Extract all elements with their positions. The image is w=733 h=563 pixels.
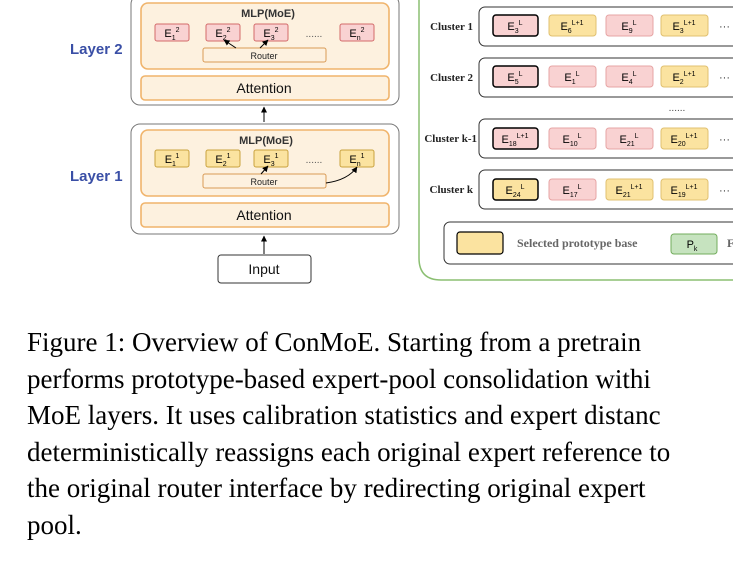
expert-box <box>154 149 190 168</box>
cluster-label: Cluster k <box>430 184 474 196</box>
layer2-attention-box <box>140 75 390 101</box>
expert-label: E3L <box>507 20 522 35</box>
caption-line: pool. <box>27 509 82 540</box>
expert-box <box>660 14 709 37</box>
expert-box <box>660 127 709 150</box>
expert-box <box>605 14 654 37</box>
layer1-label: Layer 1 <box>70 168 123 185</box>
expert-label: E4L <box>621 71 636 86</box>
layer1-experts: E11 E21 E31 ...... En1 <box>154 149 375 168</box>
expert-pool-panel: Cluster 1 E3L E6L+1 E9L E3L+1 ··· Cluste… <box>418 0 733 281</box>
panel-border <box>418 0 733 281</box>
expert-box <box>548 65 597 88</box>
caption-line: Figure 1: Overview of ConMoE. Starting f… <box>27 327 642 357</box>
expert-label: E22 <box>215 27 230 42</box>
figure-caption: Figure 1: Overview of ConMoE. Starting f… <box>27 324 733 544</box>
expert-box <box>205 149 241 168</box>
layer2-route-arrow <box>259 39 269 49</box>
expert-ellipsis: ...... <box>306 29 323 40</box>
expert-box <box>253 149 289 168</box>
row-ellipsis: ··· <box>719 72 730 84</box>
legend-selected-label: Selected prototype base <box>517 236 638 250</box>
expert-label: E19L+1 <box>670 184 697 199</box>
expert-label: E3L+1 <box>672 20 695 35</box>
expert-label: E1L <box>564 71 579 86</box>
layer1-mlp-title: MLP(MoE) <box>239 135 293 147</box>
cluster-label: Cluster k-1 <box>424 133 477 145</box>
expert-label: En2 <box>349 27 364 42</box>
expert-box <box>548 127 597 150</box>
expert-box-selected <box>492 178 539 201</box>
expert-box-selected <box>492 14 539 37</box>
expert-label: E10L <box>562 133 581 148</box>
expert-box-selected <box>492 65 539 88</box>
expert-box <box>605 178 654 201</box>
expert-label: E6L+1 <box>560 20 583 35</box>
expert-box <box>205 23 241 42</box>
expert-label: E18L+1 <box>501 133 528 148</box>
layer1-router-label: Router <box>250 177 277 187</box>
expert-ellipsis: ...... <box>306 155 323 166</box>
layer2-mlp-title: MLP(MoE) <box>241 8 295 20</box>
row-ellipsis: ··· <box>719 134 730 146</box>
legend-selected-swatch <box>456 231 504 255</box>
legend-prototype-swatch <box>670 233 718 255</box>
layer2-label: Layer 2 <box>70 41 123 58</box>
conmoe-overview-figure: Layer 2 MLP(MoE) E12 E22 E32 ...... En2 … <box>70 0 733 284</box>
expert-label: E2L+1 <box>672 71 695 86</box>
expert-box <box>660 178 709 201</box>
expert-box-selected <box>492 127 539 150</box>
expert-label: E11 <box>165 153 180 168</box>
expert-label: E12 <box>164 27 179 42</box>
expert-box <box>548 14 597 37</box>
expert-box <box>253 23 289 42</box>
expert-box <box>605 65 654 88</box>
expert-label: E32 <box>263 27 278 42</box>
row-ellipsis: ··· <box>719 21 730 33</box>
expert-label: E9L <box>621 20 636 35</box>
layer2-experts: E12 E22 E32 ...... En2 <box>154 23 375 42</box>
caption-line: deterministically reassigns each origina… <box>27 436 671 467</box>
expert-label: En1 <box>349 153 364 168</box>
cluster-label: Cluster 2 <box>430 72 473 84</box>
caption-line: performs prototype-based expert-pool con… <box>27 363 651 394</box>
expert-box <box>548 178 597 201</box>
layer1-route-arrow <box>260 165 269 175</box>
row-ellipsis: ··· <box>719 185 730 197</box>
caption-line: the original router interface by redirec… <box>27 473 646 504</box>
expert-label: E21 <box>215 153 230 168</box>
layer2-route-arrow <box>223 39 237 49</box>
input-box <box>217 254 312 284</box>
layer1-attention-box <box>140 202 390 228</box>
expert-label: E20L+1 <box>670 133 697 148</box>
expert-box <box>154 23 190 42</box>
caption-line: MoE layers. It uses calibration statisti… <box>27 400 661 431</box>
layer2-router-box <box>202 47 327 63</box>
input-label: Input <box>248 261 279 277</box>
expert-label: E21L+1 <box>615 184 642 199</box>
layer1-attention-label: Attention <box>236 207 291 223</box>
expert-box <box>660 65 709 88</box>
expert-label: E17L <box>562 184 581 199</box>
layer2-attention-label: Attention <box>236 80 291 96</box>
expert-label: E24L <box>505 184 524 199</box>
layer1-route-arrow-curved <box>325 166 358 184</box>
expert-label: E21L <box>619 133 638 148</box>
legend-trailing-text: F <box>727 236 733 250</box>
expert-box <box>605 127 654 150</box>
layer1-router-box <box>202 173 327 189</box>
expert-label: E5L <box>507 71 522 86</box>
expert-label: E31 <box>263 153 278 168</box>
clusters-ellipsis: ...... <box>669 103 686 114</box>
expert-box <box>339 23 375 42</box>
legend-prototype-label: Pk <box>687 239 698 253</box>
layer2-router-label: Router <box>250 51 277 61</box>
cluster-label: Cluster 1 <box>430 21 473 33</box>
model-stack: Layer 2 MLP(MoE) E12 E22 E32 ...... En2 … <box>70 0 400 284</box>
legend-box <box>443 221 733 265</box>
